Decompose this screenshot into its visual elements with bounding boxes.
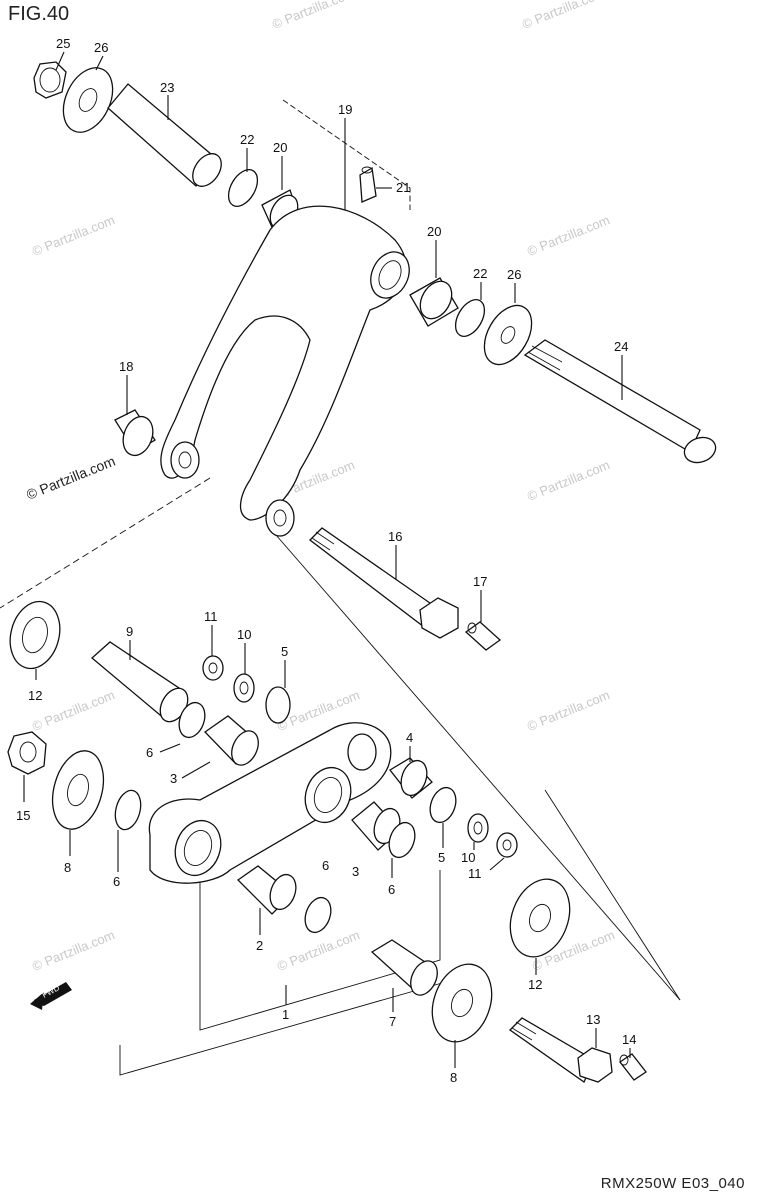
callout-24: 24 [614, 339, 628, 354]
callout-17: 17 [473, 574, 487, 589]
nut-11-right [496, 832, 518, 858]
oring-22-right [454, 299, 486, 337]
oring-22-top [227, 169, 259, 207]
bolt-13 [508, 1017, 613, 1083]
callout-5: 5 [281, 644, 288, 659]
callout-14: 14 [622, 1032, 636, 1047]
bearing-2 [236, 865, 297, 915]
nut-25 [33, 61, 67, 99]
callout-19: 19 [338, 102, 352, 117]
callout-22: 22 [240, 132, 254, 147]
bearing-18 [114, 409, 156, 457]
reference-lines [0, 99, 681, 1076]
callout-9: 9 [126, 624, 133, 639]
callout-23: 23 [160, 80, 174, 95]
nut-11-top [202, 655, 224, 681]
callout-12: 12 [28, 688, 42, 703]
fwd-arrow-icon: FWD [30, 982, 72, 1010]
callout-4: 4 [406, 730, 413, 745]
callout-16: 16 [388, 529, 402, 544]
bearing-3-upper [204, 715, 259, 766]
oring-5-top [265, 686, 291, 724]
washer-26-top [62, 67, 114, 133]
cushion-lever-19 [160, 205, 410, 537]
callout-11: 11 [204, 609, 218, 624]
washer-8-right [431, 963, 493, 1043]
drawing-code: RMX250W E03_040 [600, 1175, 745, 1192]
oring-6-lower [304, 896, 332, 934]
washer-12-left [9, 600, 61, 670]
oring-6-mid [388, 821, 416, 859]
oring-6-left [114, 789, 142, 831]
callout-26: 26 [507, 267, 521, 282]
washer-10-top [233, 673, 255, 703]
washer-8-left [51, 750, 105, 830]
callout-26: 26 [94, 40, 108, 55]
bearing-4 [389, 757, 433, 799]
washer-12-right [509, 878, 571, 958]
fitting-17 [464, 621, 502, 651]
callout-12: 12 [528, 977, 542, 992]
callout-21: 21 [396, 180, 410, 195]
bolt-16 [309, 527, 459, 639]
washer-10-right [467, 813, 489, 843]
fig-title: FIG.40 [8, 3, 70, 25]
callout-labels: 25 26 23 22 20 19 21 20 22 26 24 18 16 1… [16, 36, 636, 1085]
collar-23 [107, 83, 222, 187]
fitting-14 [619, 1053, 647, 1081]
callout-3: 3 [352, 864, 359, 879]
callout-6: 6 [113, 874, 120, 889]
callout-13: 13 [586, 1012, 600, 1027]
bearing-20-right [409, 277, 459, 327]
oring-6-upper [178, 701, 206, 739]
collar-9 [91, 641, 189, 723]
callout-5: 5 [438, 850, 445, 865]
callout-8: 8 [450, 1070, 457, 1085]
oring-5-right [429, 786, 457, 824]
leader-lines [23, 51, 631, 1068]
grease-nipple-21 [359, 166, 377, 203]
washer-26-right [483, 304, 533, 366]
callout-18: 18 [119, 359, 133, 374]
callout-8: 8 [64, 860, 71, 875]
callout-20: 20 [427, 224, 441, 239]
callout-6: 6 [388, 882, 395, 897]
callout-22: 22 [473, 266, 487, 281]
callout-11: 11 [468, 866, 482, 881]
callout-15: 15 [16, 808, 30, 823]
callout-7: 7 [389, 1014, 396, 1029]
callout-6: 6 [146, 745, 153, 760]
callout-3: 3 [170, 771, 177, 786]
callout-10: 10 [461, 850, 475, 865]
callout-10: 10 [237, 627, 251, 642]
collar-7 [370, 939, 438, 996]
connecting-rod-1 [148, 722, 392, 884]
nut-15 [7, 731, 47, 775]
bolt-24 [523, 339, 717, 464]
callout-6: 6 [322, 858, 329, 873]
callout-1: 1 [282, 1007, 289, 1022]
callout-2: 2 [256, 938, 263, 953]
callout-25: 25 [56, 36, 70, 51]
callout-20: 20 [273, 140, 287, 155]
